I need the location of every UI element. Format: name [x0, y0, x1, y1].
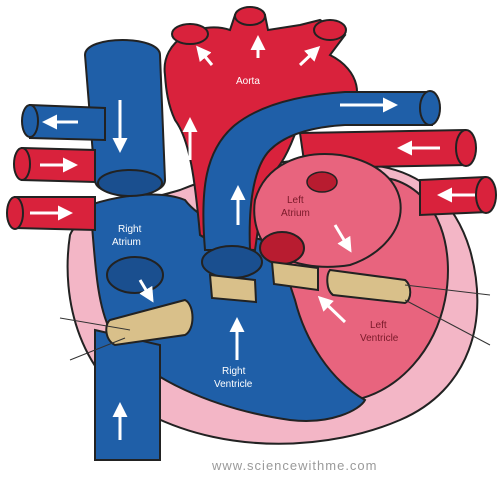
pipe-end [456, 130, 476, 166]
left-atrium-opening [260, 232, 304, 264]
aorta-top-branch [172, 24, 208, 44]
vena-cava-opening [98, 170, 162, 196]
left-atrium-label-line2: Atrium [281, 208, 310, 219]
pipe-end [7, 197, 23, 229]
right-atrium-label-line1: Right [118, 224, 142, 235]
left-atrium-opening [307, 172, 337, 192]
aorta-top-branch [235, 7, 265, 25]
right-ventricle-label-line1: Right [222, 366, 246, 377]
pipe-end [14, 148, 30, 180]
right-atrium-label-line2: Atrium [112, 237, 141, 248]
pulmonary-artery-end [420, 91, 440, 125]
pulmonary-valve-opening [202, 246, 262, 278]
left-ventricle-label-line2: Ventricle [360, 333, 399, 344]
watermark-url: www.sciencewithme.com [211, 458, 378, 473]
aorta-label: Aorta [236, 76, 260, 87]
inferior-vena-cava [95, 330, 160, 460]
right-ventricle-label-line2: Ventricle [214, 379, 253, 390]
right-atrium-opening [107, 257, 163, 293]
pulmonary-valve [210, 275, 256, 302]
pipe-end [22, 105, 38, 137]
left-atrium-label-line1: Left [287, 195, 304, 206]
aorta-top-branch [314, 20, 346, 40]
left-ventricle-label-line1: Left [370, 320, 387, 331]
pipe-end [476, 177, 496, 213]
